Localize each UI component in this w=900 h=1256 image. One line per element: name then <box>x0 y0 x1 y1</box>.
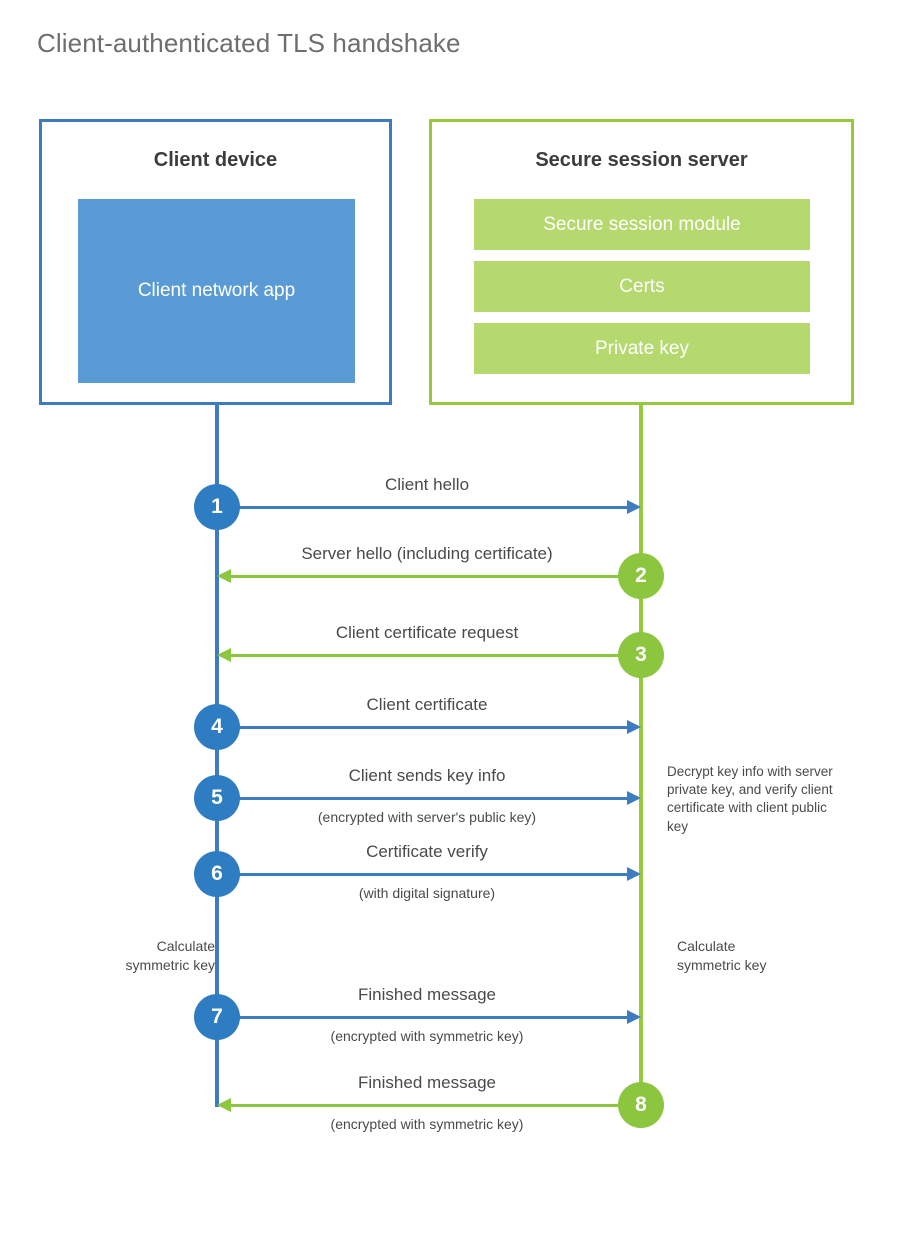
client-lifeline <box>215 405 219 1107</box>
message-label-5: Client sends key info <box>348 766 506 785</box>
step-badge-7[interactable]: 7 <box>194 994 240 1040</box>
page-title: Client-authenticated TLS handshake <box>37 28 461 58</box>
message-label-4: Client certificate <box>366 695 488 714</box>
step-badge-5[interactable]: 5 <box>194 775 240 821</box>
message-line-2 <box>223 575 639 578</box>
arrow-head-3 <box>217 648 231 662</box>
client-device-box: Client device Client network app <box>39 119 392 405</box>
message-line-3 <box>223 654 639 657</box>
message-line-5 <box>217 797 633 800</box>
message-sublabel-6: (with digital signature) <box>358 885 496 901</box>
step-badge-2[interactable]: 2 <box>618 553 664 599</box>
message-line-1 <box>217 506 633 509</box>
step-badge-1[interactable]: 1 <box>194 484 240 530</box>
client-network-app-block: Client network app <box>78 199 355 383</box>
step-badge-4[interactable]: 4 <box>194 704 240 750</box>
message-label-3: Client certificate request <box>335 623 519 642</box>
secure-session-server-title: Secure session server <box>535 149 748 171</box>
certs-block: Certs <box>474 261 810 312</box>
message-label-7: Finished message <box>358 985 496 1004</box>
arrow-head-5 <box>627 791 641 805</box>
message-label-6: Certificate verify <box>366 842 488 861</box>
message-label-8: Finished message <box>358 1073 496 1092</box>
arrow-head-6 <box>627 867 641 881</box>
private-key-block: Private key <box>474 323 810 374</box>
message-label-1: Client hello <box>384 475 470 494</box>
server-decrypt-note: Decrypt key info with server private key… <box>667 764 833 834</box>
message-line-4 <box>217 726 633 729</box>
arrow-head-7 <box>627 1010 641 1024</box>
message-sublabel-8: (encrypted with symmetric key) <box>330 1116 524 1132</box>
arrow-head-4 <box>627 720 641 734</box>
message-label-2: Server hello (including certificate) <box>301 544 553 563</box>
message-sublabel-7: (encrypted with symmetric key) <box>330 1028 524 1044</box>
message-line-8 <box>223 1104 639 1107</box>
arrow-head-1 <box>627 500 641 514</box>
message-line-6 <box>217 873 633 876</box>
message-sublabel-5: (encrypted with server's public key) <box>317 809 537 825</box>
message-line-7 <box>217 1016 633 1019</box>
step-badge-6[interactable]: 6 <box>194 851 240 897</box>
secure-session-module-block: Secure session module <box>474 199 810 250</box>
step-badge-8[interactable]: 8 <box>618 1082 664 1128</box>
step-badge-3[interactable]: 3 <box>618 632 664 678</box>
server-lifeline <box>639 405 643 1107</box>
client-device-title: Client device <box>153 149 278 171</box>
arrow-head-8 <box>217 1098 231 1112</box>
arrow-head-2 <box>217 569 231 583</box>
secure-session-server-box: Secure session server Secure session mod… <box>429 119 854 405</box>
